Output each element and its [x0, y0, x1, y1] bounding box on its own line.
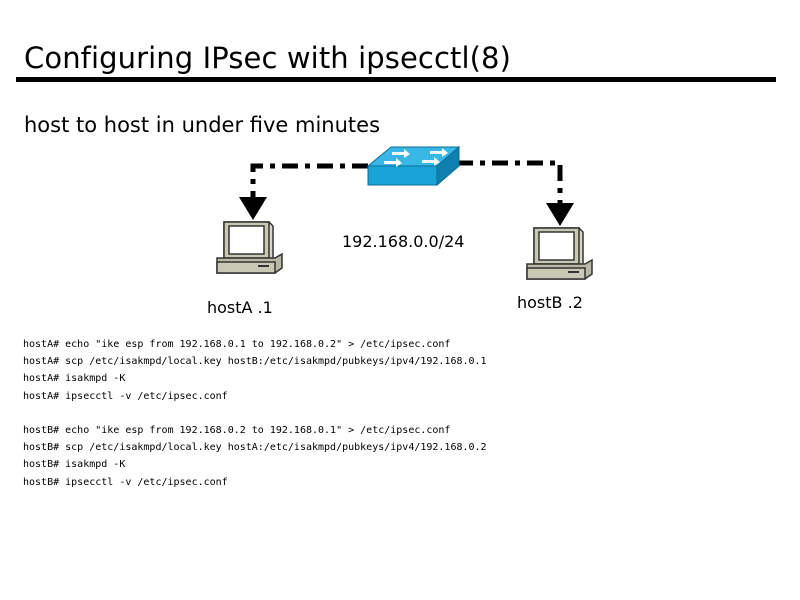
link-to-host-b	[457, 160, 563, 205]
command-line: hostA# isakmpd -K	[23, 373, 126, 385]
arrow-to-host-b-icon	[546, 203, 574, 226]
command-line: hostB# scp /etc/isakmpd/local.key hostA:…	[23, 442, 487, 454]
slide-subtitle: host to host in under five minutes	[24, 113, 381, 137]
command-spacer	[23, 405, 487, 422]
host-b-label: hostB .2	[517, 293, 583, 312]
command-line: hostA# ipsecctl -v /etc/ipsec.conf	[23, 390, 228, 402]
network-label: 192.168.0.0/24	[342, 232, 464, 251]
arrow-to-host-a-icon	[239, 197, 267, 220]
network-switch-icon	[366, 145, 461, 187]
command-line: hostB# echo "ike esp from 192.168.0.2 to…	[23, 424, 451, 436]
host-a-label: hostA .1	[207, 298, 273, 317]
link-to-host-a	[250, 163, 368, 200]
command-line: hostA# echo "ike esp from 192.168.0.1 to…	[23, 339, 451, 350]
host-a-computer-icon	[216, 221, 283, 274]
title-divider	[16, 77, 776, 82]
command-listing: hostA# echo "ike esp from 192.168.0.1 to…	[23, 336, 487, 491]
slide-title: Configuring IPsec with ipsecctl(8)	[24, 41, 512, 75]
command-line: hostB# isakmpd -K	[23, 459, 126, 471]
command-line: hostB# ipsecctl -v /etc/ipsec.conf	[23, 476, 228, 488]
command-line: hostA# scp /etc/isakmpd/local.key hostB:…	[23, 356, 487, 368]
host-b-computer-icon	[526, 227, 593, 280]
